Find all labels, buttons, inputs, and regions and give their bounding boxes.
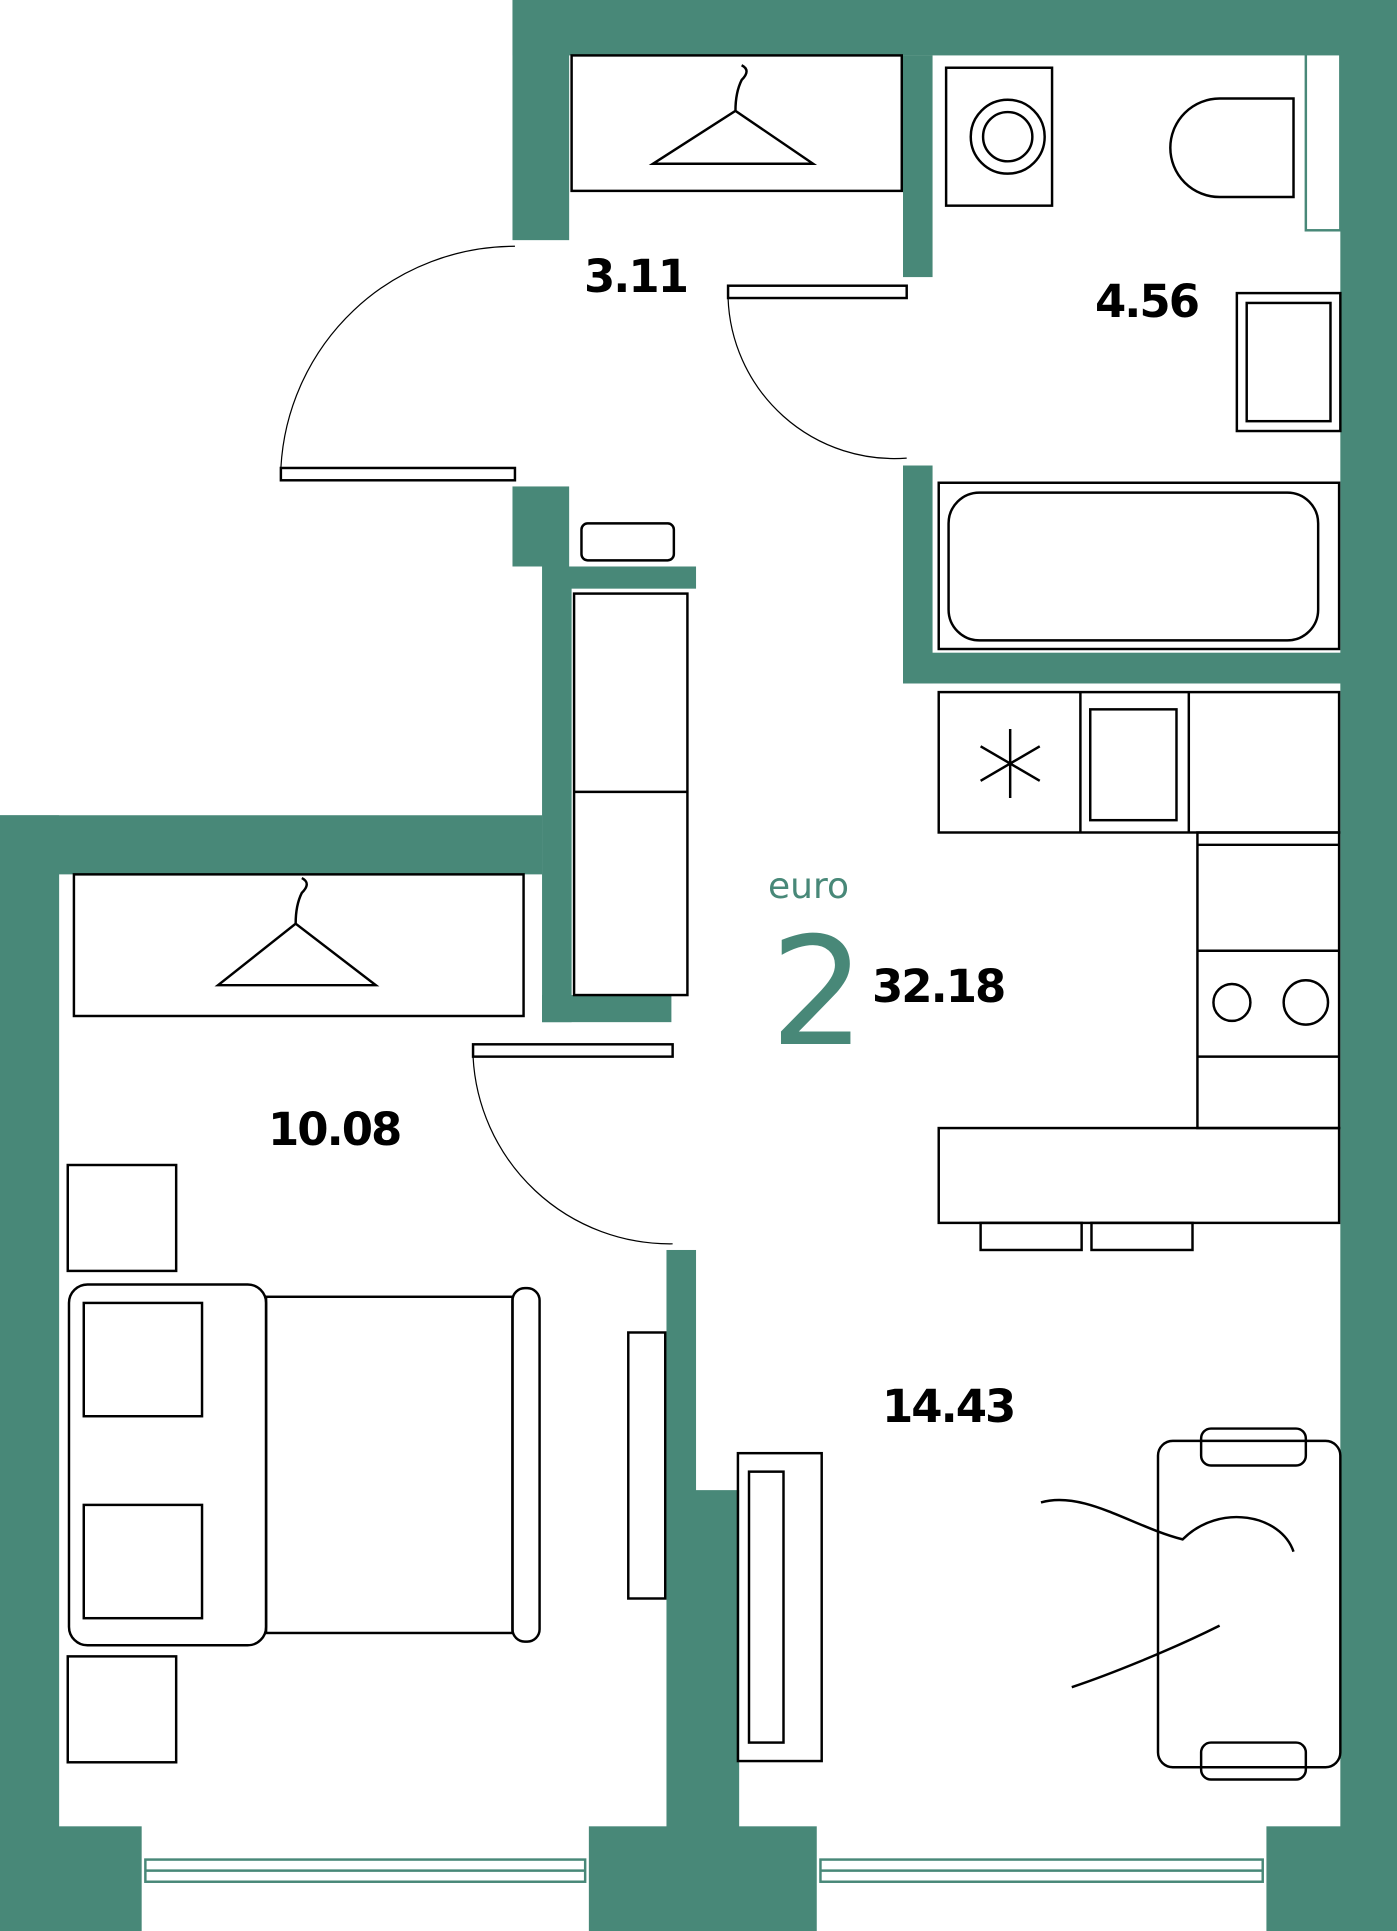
total-area: 32.18 xyxy=(872,960,1006,1013)
room-area-bathroom: 4.56 xyxy=(1095,275,1200,328)
snowflake-icon xyxy=(979,729,1041,799)
room-area-bedroom: 10.08 xyxy=(268,1103,402,1156)
furniture xyxy=(66,54,1342,1781)
room-area-living-kitchen: 14.43 xyxy=(882,1380,1016,1433)
hanger-icon xyxy=(214,876,380,987)
windows xyxy=(144,50,1342,1883)
room-area-hallway: 3.11 xyxy=(584,250,689,303)
apartment-type-label: euro xyxy=(768,866,849,907)
rooms-count: 2 xyxy=(770,906,866,1080)
hanger-icon xyxy=(648,64,818,166)
